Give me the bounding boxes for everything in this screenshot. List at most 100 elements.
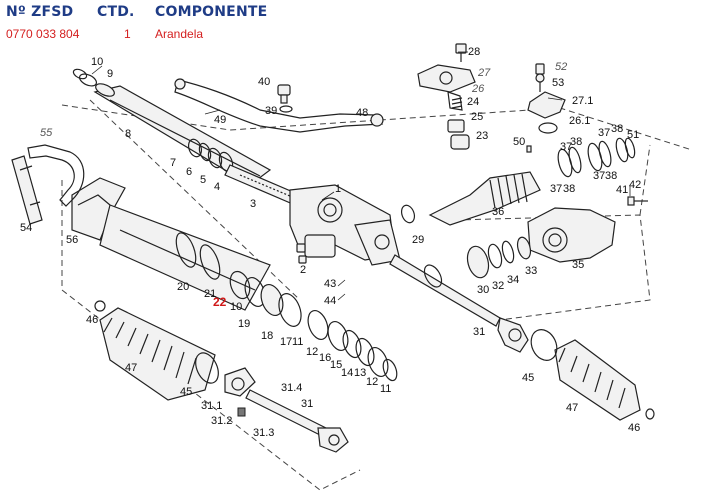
callout-32: 32 <box>492 280 504 292</box>
assembly-boundary <box>61 99 693 491</box>
callout-54: 54 <box>20 222 32 234</box>
callout-34: 34 <box>507 274 519 286</box>
header-component: COMPONENTE <box>155 4 268 20</box>
callout-44: 44 <box>324 295 336 307</box>
rubber-boot-right <box>530 329 655 421</box>
callout-49: 49 <box>214 114 226 126</box>
callout-11a: 11 <box>292 336 303 348</box>
callout-12a: 12 <box>306 346 318 358</box>
callout-23: 23 <box>476 130 488 142</box>
callout-50: 50 <box>513 136 525 148</box>
bearing-parts <box>466 236 532 279</box>
callout-37b: 37 <box>598 127 610 139</box>
callout-53: 53 <box>552 77 564 89</box>
gear-housing <box>289 184 401 266</box>
callout-37a: 37 <box>560 141 572 153</box>
callout-3: 3 <box>250 198 256 210</box>
callout-39: 39 <box>265 105 277 117</box>
leader-lines <box>91 51 631 301</box>
row-quantity: 1 <box>124 27 131 41</box>
seal-rings <box>557 137 636 178</box>
header-part-number: Nº ZFSD <box>6 4 74 20</box>
rings-lower <box>229 270 398 382</box>
callout-36: 36 <box>492 206 504 218</box>
callout-37c: 37 <box>550 183 562 195</box>
callout-20: 20 <box>177 281 189 293</box>
callout-15: 15 <box>330 359 342 371</box>
mounting-clamp <box>11 144 85 225</box>
callout-31-3: 31.3 <box>253 427 274 439</box>
rack-rod-right <box>389 254 529 353</box>
callout-38b: 38 <box>611 123 623 135</box>
callout-5: 5 <box>200 174 206 186</box>
callout-28: 28 <box>468 46 480 58</box>
callout-6: 6 <box>186 166 192 178</box>
callout-25: 25 <box>471 111 483 123</box>
callout-46a: 46 <box>86 314 98 326</box>
callout-38a: 38 <box>570 136 582 148</box>
callout-27: 27 <box>477 67 491 79</box>
callout-45a: 45 <box>180 386 192 398</box>
callout-7: 7 <box>170 157 176 169</box>
callout-30: 30 <box>477 284 489 296</box>
callout-31-4: 31.4 <box>281 382 302 394</box>
callout-29: 29 <box>412 234 424 246</box>
callout-40: 40 <box>258 76 270 88</box>
callout-48: 48 <box>356 107 368 119</box>
callout-42: 42 <box>629 179 641 191</box>
callout-22-highlighted: 22 <box>213 295 227 309</box>
adjuster-assembly <box>526 63 566 153</box>
callout-45b: 45 <box>522 372 534 384</box>
callout-9: 9 <box>107 68 113 80</box>
callout-4: 4 <box>214 181 220 193</box>
callout-31a: 31 <box>473 326 485 338</box>
pinion-cover-assembly <box>417 43 476 150</box>
callout-31-2: 31.2 <box>211 415 232 427</box>
callout-47b: 47 <box>566 402 578 414</box>
tie-rod-arm <box>174 78 384 133</box>
callout-1: 1 <box>335 183 341 195</box>
callout-24: 24 <box>467 96 479 108</box>
callout-12b: 12 <box>366 376 378 388</box>
callout-37d: 37 <box>593 170 605 182</box>
callout-10: 10 <box>91 56 103 68</box>
callout-47a: 47 <box>125 362 137 374</box>
row-component: Arandela <box>155 27 204 41</box>
header-quantity: CTD. <box>97 4 135 20</box>
plug <box>296 243 307 264</box>
callout-16: 16 <box>319 352 331 364</box>
callout-19: 19 <box>238 318 250 330</box>
callout-10b: 10 <box>230 301 242 313</box>
tie-rod-lower <box>224 367 349 453</box>
cylinder-head <box>527 207 616 263</box>
callout-38d: 38 <box>605 170 617 182</box>
callout-43: 43 <box>324 278 336 290</box>
callout-56: 56 <box>66 234 78 246</box>
rack-tube-upper <box>72 68 272 186</box>
callout-55: 55 <box>40 127 53 139</box>
row-part-number: 0770 033 804 <box>6 27 80 41</box>
bolt <box>627 196 648 206</box>
callout-14: 14 <box>341 367 353 379</box>
callout-38c: 38 <box>563 183 575 195</box>
callout-46b: 46 <box>628 422 640 434</box>
callout-51: 51 <box>627 129 639 141</box>
callout-31-1: 31.1 <box>201 400 222 412</box>
callout-35: 35 <box>572 259 584 271</box>
callout-13: 13 <box>354 367 366 379</box>
callout-52: 52 <box>555 61 567 73</box>
callout-17: 17 <box>280 336 292 348</box>
rack-tube-lower <box>71 177 271 311</box>
pinion-shaft <box>400 171 541 226</box>
callout-18: 18 <box>261 330 273 342</box>
callout-21: 21 <box>204 288 216 300</box>
callout-41: 41 <box>616 184 628 196</box>
callout-26: 26 <box>471 83 485 95</box>
callout-26-1: 26.1 <box>569 115 590 127</box>
callout-8: 8 <box>125 128 131 140</box>
callout-11b: 11 <box>380 383 391 395</box>
callout-2: 2 <box>300 264 306 276</box>
callout-27-1: 27.1 <box>572 95 593 107</box>
callout-33: 33 <box>525 265 537 277</box>
